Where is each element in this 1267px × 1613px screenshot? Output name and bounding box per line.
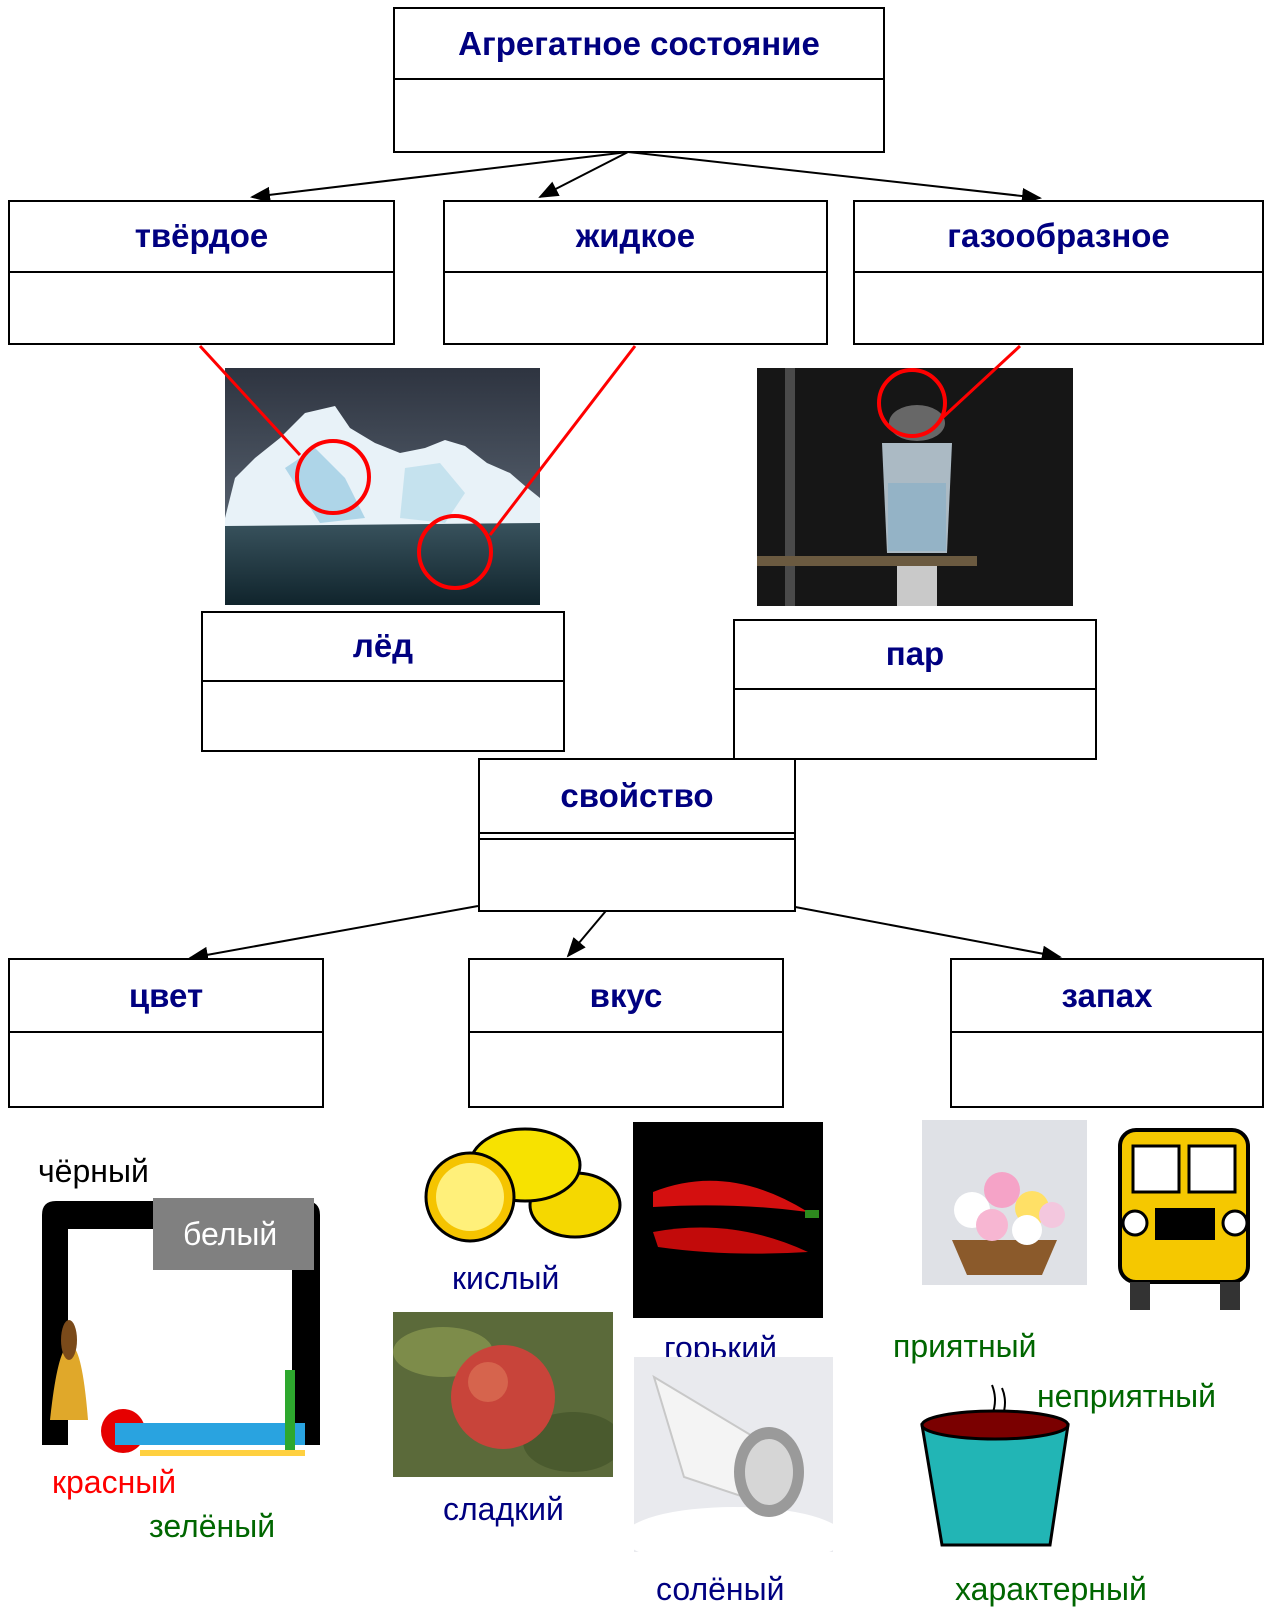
substance-box-par: пар: [733, 619, 1097, 760]
substance-title: лёд: [203, 613, 563, 682]
iceberg-drawing: [225, 368, 540, 605]
salt-shaker-photo: [634, 1357, 833, 1552]
category-box-vkus: вкус: [468, 958, 784, 1108]
substance-box-led: лёд: [201, 611, 565, 752]
property-title: свойство: [480, 760, 794, 834]
top-title: Агрегатное состояние: [395, 9, 883, 80]
arrow-to-tverdoe: [250, 151, 629, 203]
apple-photo: [393, 1312, 613, 1477]
cup-drawing: [920, 1384, 1070, 1547]
category-title: запах: [952, 960, 1262, 1033]
arrow-to-vkus: [566, 905, 611, 958]
top-box: Агрегатное состояние: [393, 7, 885, 153]
state-box-tverdoe: твёрдое: [8, 200, 395, 345]
substance-title: пар: [735, 621, 1095, 690]
lemons-clipart: [415, 1125, 630, 1245]
state-box-zhidkoe: жидкое: [443, 200, 828, 345]
word-red: красный: [52, 1464, 177, 1500]
category-title: вкус: [470, 960, 782, 1033]
flower-basket-photo: [922, 1120, 1087, 1285]
category-box-cvet: цвет: [8, 958, 324, 1108]
salt-drawing: [634, 1374, 833, 1552]
property-body: [478, 838, 796, 912]
state-title: твёрдое: [10, 202, 393, 273]
arrow-to-zhidkoe: [538, 151, 629, 198]
word-black: чёрный: [38, 1153, 149, 1189]
state-title: газообразное: [855, 202, 1262, 273]
word-characteristic: характерный: [955, 1571, 1147, 1607]
word-green: зелёный: [149, 1508, 276, 1544]
bus-drawing: [1118, 1128, 1250, 1310]
arrow-to-zapah: [789, 905, 1062, 962]
word-salty: солёный: [656, 1571, 785, 1607]
property-box: свойство: [478, 758, 796, 912]
state-box-gazoobraznoe: газообразное: [853, 200, 1264, 345]
state-title: жидкое: [445, 202, 826, 273]
word-white: белый: [183, 1216, 278, 1252]
beaker-drawing: [757, 368, 1073, 606]
arrow-to-cvet: [188, 905, 479, 963]
steaming-cup-clipart: [920, 1380, 1080, 1555]
white-word-box: [153, 1198, 314, 1270]
word-sweet: сладкий: [443, 1491, 564, 1527]
beaker-steam-photo: [757, 368, 1073, 606]
iceberg-photo: [225, 368, 540, 605]
pepper-drawing: [653, 1180, 819, 1254]
category-title: цвет: [10, 960, 322, 1033]
red-pepper-photo: [633, 1122, 823, 1318]
flowers-drawing: [952, 1172, 1065, 1275]
category-box-zapah: запах: [950, 958, 1264, 1108]
lemons-drawing: [424, 1127, 622, 1243]
school-bus-clipart: [1115, 1118, 1255, 1313]
word-sour: кислый: [452, 1260, 560, 1296]
word-pleasant: приятный: [893, 1328, 1037, 1364]
word-unpleasant: неприятный: [1037, 1378, 1216, 1414]
apple-drawing: [393, 1327, 613, 1472]
arrow-to-gazoobraznoe: [627, 151, 1042, 204]
